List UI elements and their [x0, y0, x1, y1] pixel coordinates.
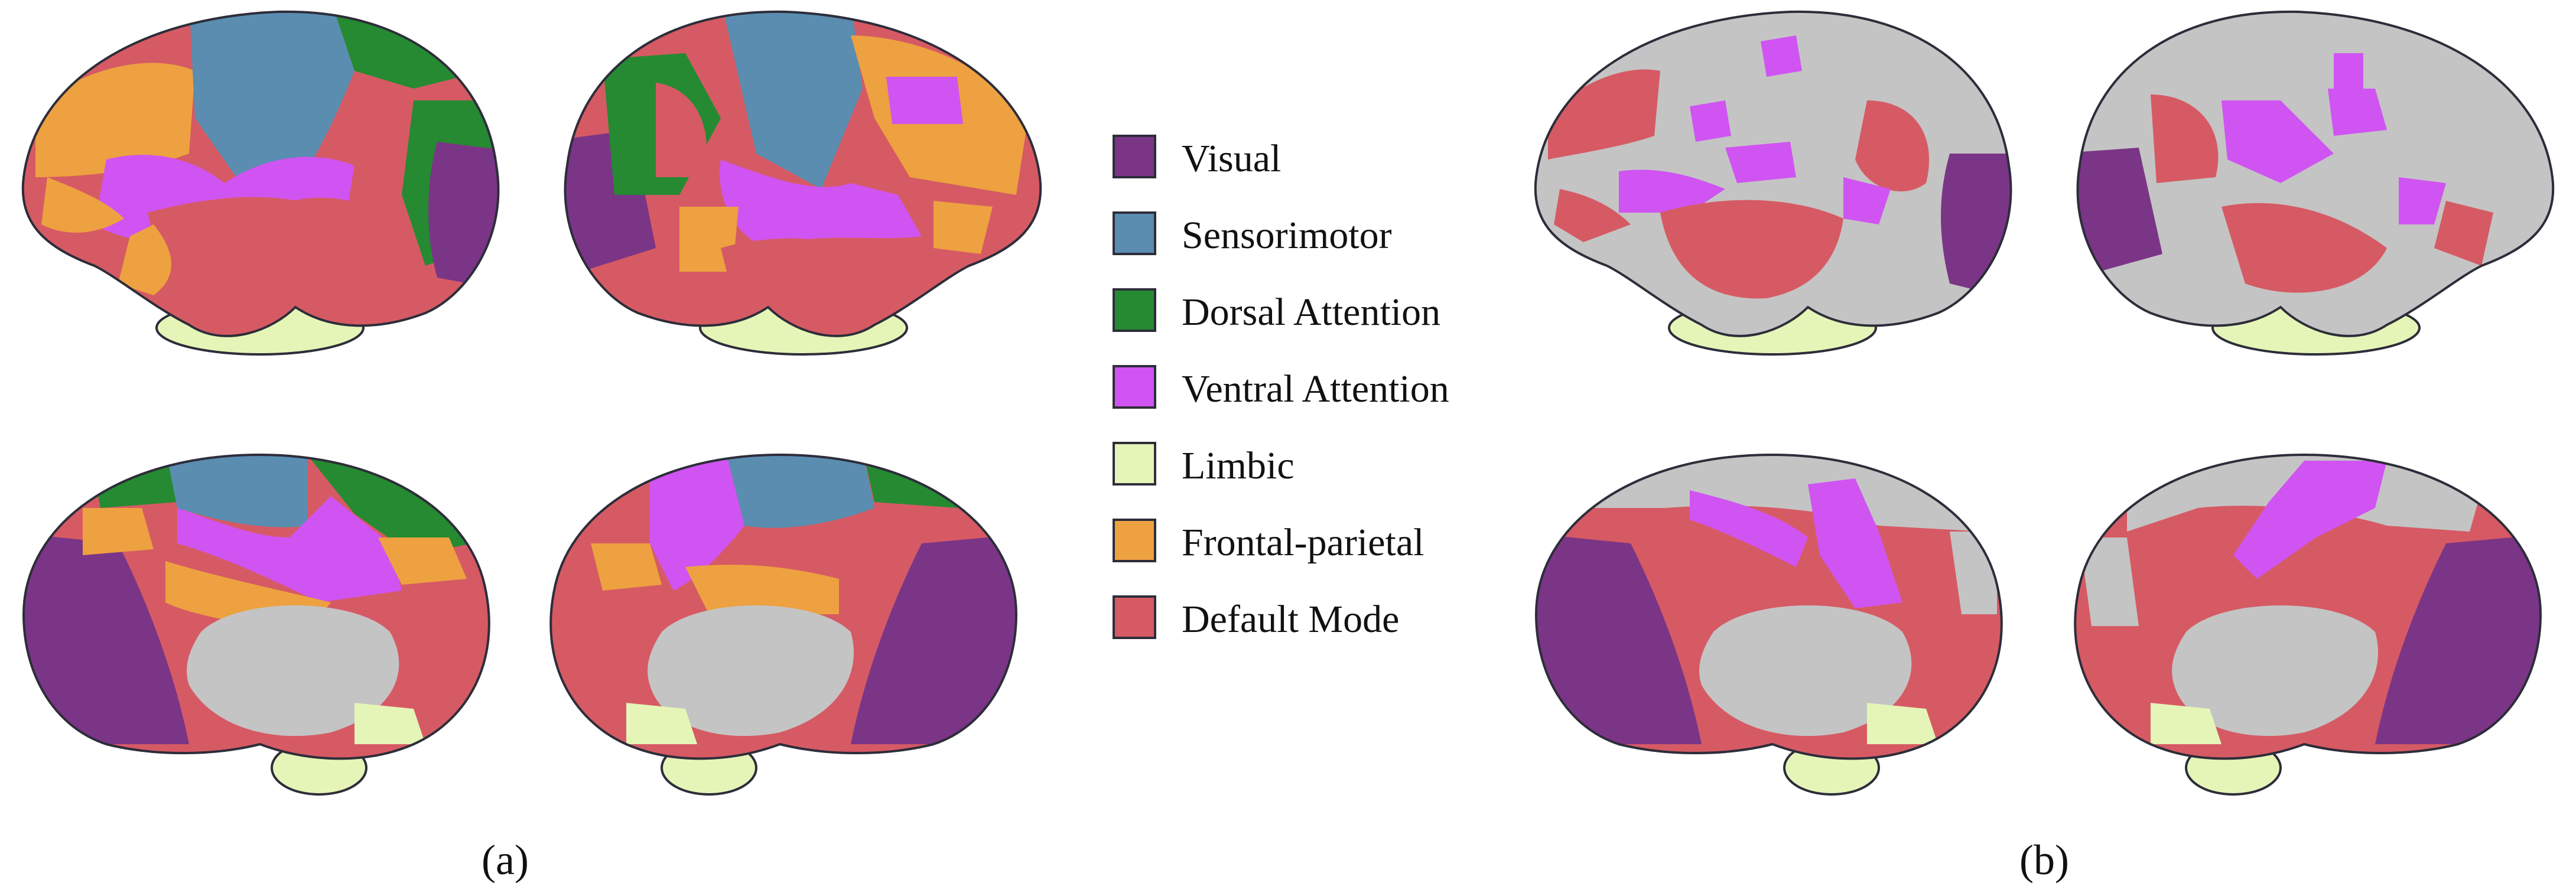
brain-a-lateral-left: [21, 10, 500, 356]
legend-label: Sensorimotor: [1182, 214, 1392, 257]
legend-label: Limbic: [1182, 444, 1294, 487]
legend-label: Dorsal Attention: [1182, 291, 1440, 334]
legend-label: Frontal-parietal: [1182, 521, 1424, 564]
legend-item-visual: Visual: [1113, 135, 1281, 180]
legend-swatch: [1113, 442, 1156, 486]
legend-swatch: [1113, 595, 1156, 639]
brain-a-medial-left: [22, 453, 490, 796]
legend-item-limbic: Limbic: [1113, 442, 1294, 487]
brain-b-medial-right: [2074, 453, 2542, 796]
legend-label: Visual: [1182, 137, 1281, 180]
legend: Visual Sensorimotor Dorsal Attention Ven…: [1113, 135, 1449, 641]
legend-swatch: [1113, 288, 1156, 332]
brain-b-medial-left: [1534, 453, 2003, 796]
legend-item-frontal-parietal: Frontal-parietal: [1113, 519, 1424, 564]
brain-b-lateral-right: [2076, 10, 2555, 356]
brain-b-lateral-left: [1534, 10, 2012, 356]
brain-a-lateral-right: [564, 10, 1042, 356]
legend-swatch: [1113, 211, 1156, 255]
legend-label: Default Mode: [1182, 598, 1399, 641]
legend-swatch: [1113, 519, 1156, 562]
legend-item-default-mode: Default Mode: [1113, 595, 1399, 641]
legend-label: Ventral Attention: [1182, 367, 1449, 410]
panel-label-a: (a): [482, 836, 529, 884]
legend-item-dorsal-attention: Dorsal Attention: [1113, 288, 1440, 334]
legend-swatch: [1113, 365, 1156, 409]
legend-swatch: [1113, 135, 1156, 178]
legend-item-ventral-attention: Ventral Attention: [1113, 365, 1449, 410]
legend-item-sensorimotor: Sensorimotor: [1113, 211, 1392, 257]
panel-label-b: (b): [2019, 836, 2069, 884]
brain-a-medial-right: [549, 453, 1018, 796]
